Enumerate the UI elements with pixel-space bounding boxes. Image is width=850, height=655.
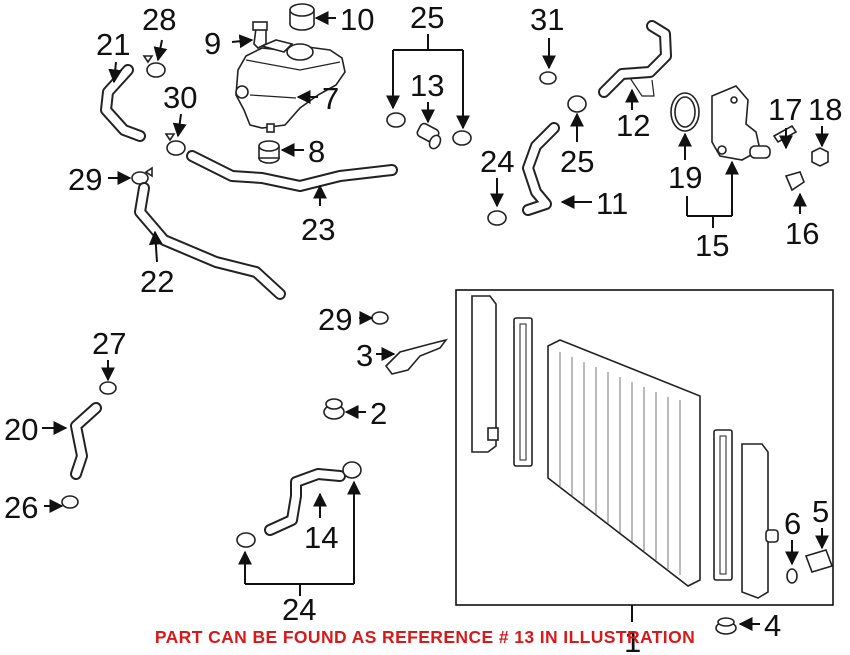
- callout-17: 17: [768, 92, 802, 127]
- callout-20: 20: [4, 412, 38, 447]
- clamp-25-left-part: [386, 112, 406, 128]
- bolt-16-part: [784, 171, 805, 192]
- grommet-8-part: [258, 140, 280, 164]
- hose-23-part: [186, 150, 398, 192]
- callout-19: 19: [668, 160, 702, 195]
- callout-11: 11: [596, 186, 628, 221]
- clamp-25-right-part: [452, 130, 472, 146]
- callout-4: 4: [764, 608, 781, 643]
- clamp-28-part: [142, 55, 166, 78]
- callout-26: 26: [4, 490, 38, 525]
- callout-24-top: 24: [480, 144, 514, 179]
- clamp-31-part: [539, 71, 557, 85]
- radiator-assembly-part: [455, 289, 834, 606]
- clamp-29-lower-part: [371, 311, 389, 325]
- bolt-9-part: [252, 21, 268, 49]
- callout-12: 12: [616, 108, 650, 143]
- callout-22: 22: [140, 264, 174, 299]
- callout-6: 6: [784, 506, 801, 541]
- clamp-27-part: [99, 381, 117, 395]
- pipe-12-part: [598, 20, 672, 98]
- callout-labels: 28 21 30 29 9 10 7 8 23 22 25 13 31 25 2…: [4, 0, 842, 655]
- callout-5: 5: [812, 494, 829, 529]
- clamp-26-part: [61, 495, 79, 509]
- callout-27: 27: [92, 326, 126, 361]
- callout-24-bottom: 24: [282, 592, 316, 627]
- callout-31: 31: [530, 2, 564, 37]
- hose-20-part: [70, 402, 102, 480]
- callout-30: 30: [163, 80, 197, 115]
- callout-23: 23: [301, 212, 335, 247]
- nut-18-part: [811, 147, 829, 167]
- callout-29-top: 29: [68, 162, 102, 197]
- callout-1: 1: [624, 624, 641, 655]
- callout-15: 15: [695, 228, 729, 263]
- callout-18: 18: [808, 92, 842, 127]
- clamp-29-part: [131, 166, 153, 185]
- callout-10: 10: [340, 2, 374, 37]
- clamp-25-part: [567, 95, 587, 113]
- callout-3: 3: [356, 338, 373, 373]
- hose-13-part: [416, 122, 442, 150]
- callout-28: 28: [142, 2, 176, 37]
- callout-7: 7: [322, 81, 339, 116]
- grommet-2-part: [323, 398, 345, 420]
- hose-11-part: [522, 122, 560, 216]
- hose-22-part: [134, 182, 286, 300]
- callout-8: 8: [308, 134, 325, 169]
- callout-29-lower: 29: [318, 302, 352, 337]
- hose-21-part: [100, 64, 146, 142]
- coolant-reservoir-part: [235, 39, 346, 133]
- water-outlet-15-part: [711, 85, 771, 161]
- callout-2: 2: [370, 396, 387, 431]
- reference-note: PART CAN BE FOUND AS REFERENCE # 13 IN I…: [154, 627, 696, 647]
- reservoir-cap-part: [289, 3, 315, 31]
- clamp-24-right-part: [342, 461, 362, 479]
- callout-16: 16: [785, 216, 819, 251]
- bracket-3-part: [384, 338, 448, 375]
- leader-lines: [42, 11, 829, 631]
- grommet-4-part: [715, 617, 737, 635]
- clamp-30-part: [164, 133, 186, 156]
- callout-25-mid: 25: [410, 0, 444, 35]
- hose-14-part: [264, 468, 346, 536]
- callout-13: 13: [410, 68, 444, 103]
- callout-25-right: 25: [560, 144, 594, 179]
- clamp-24-part: [487, 210, 507, 226]
- callout-9: 9: [204, 26, 221, 61]
- o-ring-19-part: [670, 92, 700, 132]
- clamp-24-left-part: [236, 532, 256, 548]
- callout-21: 21: [96, 27, 130, 62]
- callout-14: 14: [304, 520, 338, 555]
